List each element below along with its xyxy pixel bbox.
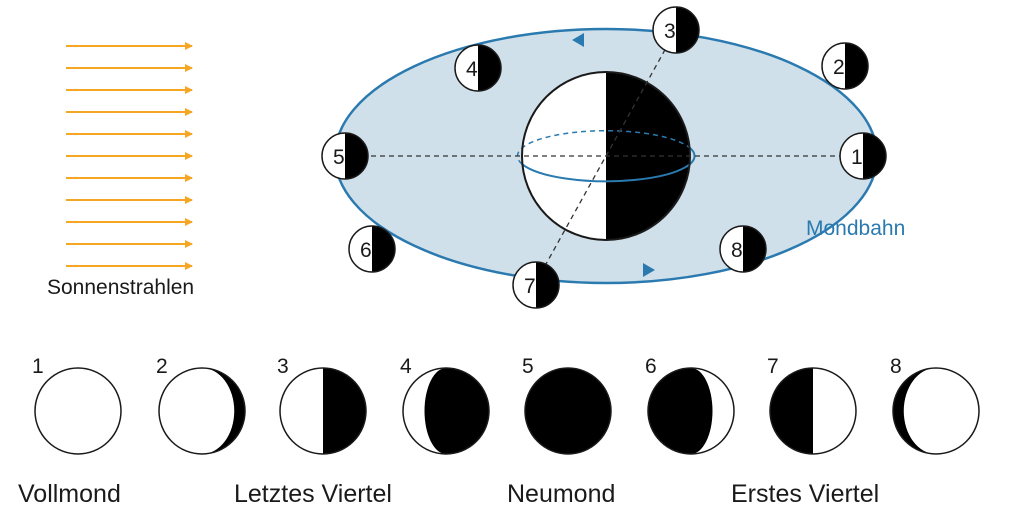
orbit-moon-3: 3 xyxy=(652,6,700,54)
orbit-moons: 1 2 3 4 5 6 7 8 xyxy=(321,6,887,309)
orbit-moon-2: 2 xyxy=(821,42,869,90)
sun-rays xyxy=(66,42,193,270)
orbit-moon-7: 7 xyxy=(512,261,560,309)
orbit-moon-number: 2 xyxy=(833,56,845,79)
phase-number: 8 xyxy=(890,355,902,378)
phase-moon-3: 3 xyxy=(277,355,367,455)
phase-moon-2: 2 xyxy=(156,355,246,455)
orbit-moon-5: 5 xyxy=(321,132,369,180)
orbit-moon-number: 3 xyxy=(664,20,676,43)
orbit-moon-number: 5 xyxy=(333,146,345,169)
orbit-moon-number: 8 xyxy=(731,239,743,262)
phase-number: 5 xyxy=(522,355,534,378)
orbit-moon-6: 6 xyxy=(348,225,396,273)
phase-moon-1: 1 xyxy=(32,355,122,455)
phase-number: 6 xyxy=(645,355,657,378)
phase-number: 1 xyxy=(32,355,44,378)
orbit-direction-arrow-bottom xyxy=(643,263,655,277)
phase-label-vollmond: Vollmond xyxy=(18,480,121,508)
phase-number: 2 xyxy=(156,355,168,378)
orbit-moon-4: 4 xyxy=(454,44,502,92)
phase-moon-5: 5 xyxy=(522,355,612,455)
phase-moon-4: 4 xyxy=(400,355,490,455)
axis-diagonal xyxy=(535,29,677,283)
orbit-moon-number: 6 xyxy=(360,239,372,262)
orbit-moon-number: 1 xyxy=(851,146,863,169)
phase-row: 1 2 3 4 5 6 7 8 xyxy=(32,355,980,455)
orbit-moon-number: 4 xyxy=(466,58,478,81)
orbit-moon-number: 7 xyxy=(524,275,536,298)
phase-label-erstes-viertel: Erstes Viertel xyxy=(731,480,879,508)
orbit-moon-8: 8 xyxy=(719,225,767,273)
phase-number: 3 xyxy=(277,355,289,378)
phase-moon-7: 7 xyxy=(767,355,857,455)
phase-label-letztes-viertel: Letztes Viertel xyxy=(234,480,392,508)
phase-moon-6: 6 xyxy=(645,355,735,455)
orbit-moon-1: 1 xyxy=(839,132,887,180)
phase-number: 7 xyxy=(767,355,779,378)
phase-number: 4 xyxy=(400,355,412,378)
orbit-label: Mondbahn xyxy=(806,217,905,240)
phase-moon-8: 8 xyxy=(890,355,980,455)
orbit-direction-arrow-top xyxy=(572,33,584,47)
phase-label-neumond: Neumond xyxy=(507,480,615,508)
sun-rays-label: Sonnenstrahlen xyxy=(47,276,194,299)
